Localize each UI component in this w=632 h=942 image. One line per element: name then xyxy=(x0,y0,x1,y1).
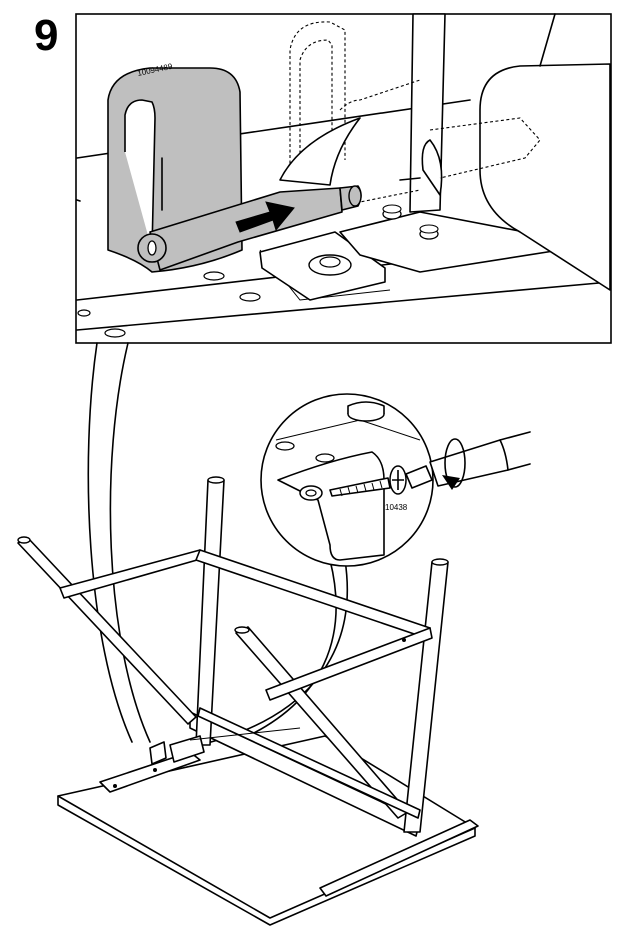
screw-detail: 10438 xyxy=(260,393,531,567)
screwdriver-icon xyxy=(405,431,531,489)
detail-panel: 10094489 xyxy=(75,13,612,344)
screw-part-number: 10438 xyxy=(385,503,408,512)
step-number: 9 xyxy=(34,11,59,60)
arrow-right-icon xyxy=(235,201,295,233)
clockwise-rotation-icon xyxy=(442,438,466,490)
callout-line xyxy=(87,342,133,743)
table-assembly xyxy=(17,476,479,926)
